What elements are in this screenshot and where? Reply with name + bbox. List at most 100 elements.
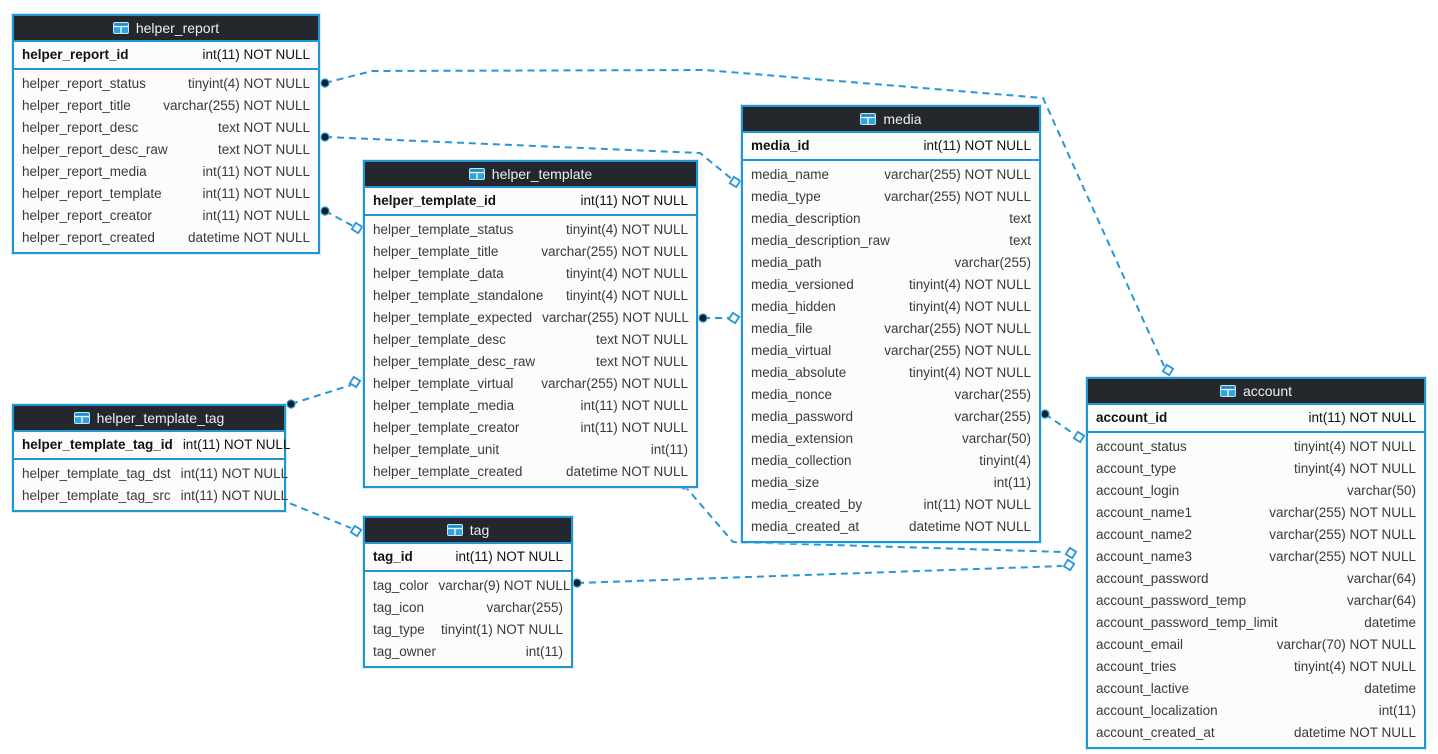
table-media[interactable]: media media_id int(11) NOT NULL media_na…: [741, 105, 1041, 543]
table-header[interactable]: helper_report: [14, 16, 318, 42]
column-type: varchar(64): [1346, 571, 1416, 586]
table-title: account: [1242, 383, 1293, 399]
column-name: helper_template_tag_dst: [22, 466, 171, 481]
column-name: account_created_at: [1096, 725, 1215, 740]
table-header[interactable]: helper_template: [365, 162, 696, 188]
column-name: media_file: [751, 321, 813, 336]
column-type: int(11): [993, 475, 1031, 490]
column-type: int(11): [525, 644, 563, 659]
relationship-media-account[interactable]: [1040, 409, 1086, 444]
relationship-many-end-dot: [286, 399, 296, 409]
relationship-tag-account[interactable]: [572, 558, 1076, 588]
relationship-many-end-dot: [698, 313, 708, 323]
primary-key-type: int(11) NOT NULL: [1308, 410, 1416, 425]
primary-key-type: int(11) NOT NULL: [923, 138, 1031, 153]
column-name: helper_report_title: [22, 98, 131, 113]
column-type: varchar(255) NOT NULL: [884, 167, 1031, 182]
column-type: text: [1009, 233, 1031, 248]
column-type: int(11) NOT NULL: [923, 497, 1031, 512]
table-helper_report[interactable]: helper_report helper_report_id int(11) N…: [12, 14, 320, 254]
column-name: media_absolute: [751, 365, 847, 380]
column-type: text NOT NULL: [595, 354, 688, 369]
table-icon: [468, 168, 485, 180]
column-type: varchar(255) NOT NULL: [1269, 527, 1416, 542]
table-helper_template_tag[interactable]: helper_template_tag helper_template_tag_…: [12, 404, 290, 512]
relationship-one-end-diamond: [349, 524, 363, 538]
column-type: varchar(255) NOT NULL: [1269, 549, 1416, 564]
column-name: helper_report_media: [22, 164, 147, 179]
primary-key-row: helper_template_id int(11) NOT NULL: [365, 188, 696, 216]
table-icon: [446, 524, 463, 536]
primary-key-row: helper_template_tag_id int(11) NOT NULL: [14, 432, 290, 460]
table-header[interactable]: account: [1088, 379, 1424, 405]
column-name: helper_template_desc: [373, 332, 506, 347]
column-type: int(11) NOT NULL: [202, 208, 310, 223]
table-account[interactable]: account account_id int(11) NOT NULL acco…: [1086, 377, 1426, 749]
column-name: helper_report_created: [22, 230, 155, 245]
column-type: int(11) NOT NULL: [580, 420, 688, 435]
relationship-helper_report-helper_template[interactable]: [320, 206, 364, 235]
relationship-one-end-diamond: [1161, 363, 1175, 377]
column-name: helper_template_unit: [373, 442, 500, 457]
relationship-helper_template-media[interactable]: [698, 311, 741, 325]
column-type: int(11): [1378, 703, 1416, 718]
table-header[interactable]: media: [743, 107, 1039, 133]
table-header[interactable]: helper_template_tag: [14, 406, 284, 432]
column-name: media_size: [751, 475, 820, 490]
relationship-helper_report-account[interactable]: [320, 68, 1175, 377]
primary-key-name: account_id: [1096, 410, 1168, 425]
column-name: account_tries: [1096, 659, 1177, 674]
column-name: helper_template_virtual: [373, 376, 514, 391]
column-name: media_path: [751, 255, 822, 270]
table-icon: [73, 412, 90, 424]
table-title: helper_template: [491, 166, 593, 182]
column-type: tinyint(4) NOT NULL: [187, 76, 310, 91]
column-type: tinyint(4) NOT NULL: [565, 266, 688, 281]
column-name: media_collection: [751, 453, 852, 468]
relationship-one-end-diamond: [350, 221, 364, 235]
column-name: account_lactive: [1096, 681, 1190, 696]
column-name: helper_report_desc: [22, 120, 139, 135]
column-type: varchar(255) NOT NULL: [163, 98, 310, 113]
relationship-many-end-dot: [320, 132, 330, 142]
column-name: media_name: [751, 167, 830, 182]
column-name: media_nonce: [751, 387, 833, 402]
column-name: account_status: [1096, 439, 1187, 454]
column-name: media_versioned: [751, 277, 854, 292]
table-icon: [1219, 385, 1236, 397]
column-name: media_password: [751, 409, 854, 424]
relationship-helper_report-media[interactable]: [320, 132, 742, 189]
table-icon: [112, 22, 129, 34]
relationship-helper_template_tag-helper_template[interactable]: [286, 375, 362, 409]
table-header[interactable]: tag: [365, 518, 571, 544]
table-helper_template[interactable]: helper_template helper_template_id int(1…: [363, 160, 698, 488]
column-name: helper_template_desc_raw: [373, 354, 536, 369]
relationship-one-end-diamond: [728, 175, 742, 189]
column-name: media_created_at: [751, 519, 860, 534]
column-type: tinyint(4) NOT NULL: [565, 288, 688, 303]
column-name: tag_type: [373, 622, 425, 637]
column-name: helper_template_status: [373, 222, 514, 237]
primary-key-row: account_id int(11) NOT NULL: [1088, 405, 1424, 433]
column-name: account_localization: [1096, 703, 1218, 718]
